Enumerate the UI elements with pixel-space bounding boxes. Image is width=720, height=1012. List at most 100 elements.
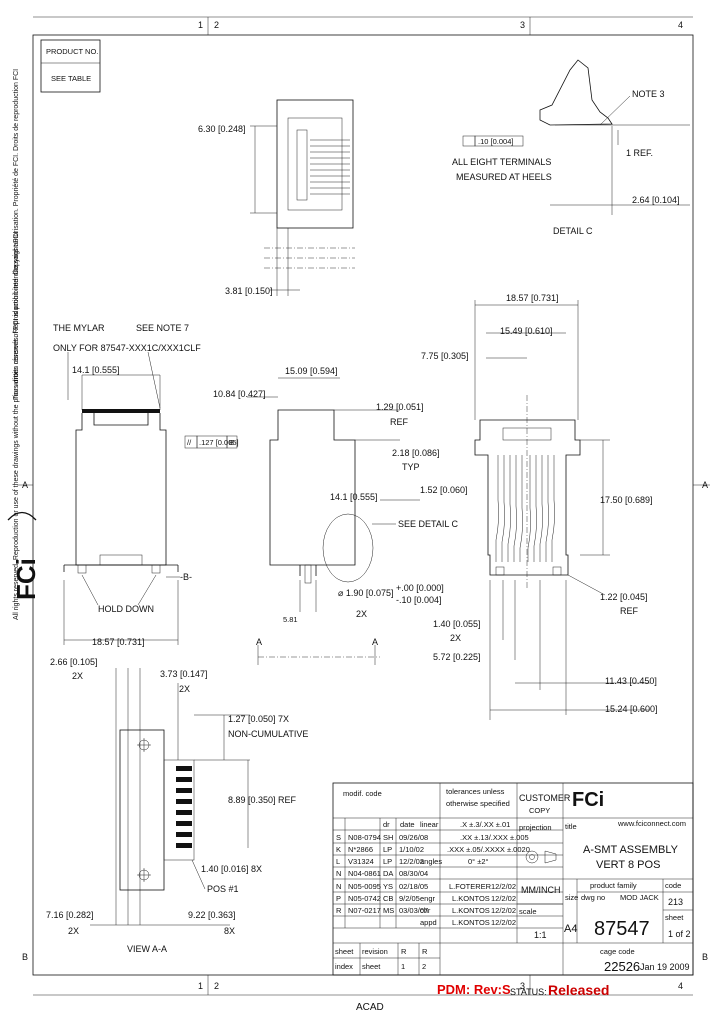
side-view-dim-4: 2.18 [0.086]	[392, 448, 440, 458]
detail-c-ref: 1 REF.	[626, 148, 653, 158]
tb-tolerances-2: otherwise specified	[446, 799, 510, 808]
tb-rev-2-letter: L	[336, 857, 340, 866]
tb-rev-4-dr: YS	[383, 882, 393, 891]
tb-rev-0-code: N08-0794	[348, 833, 381, 842]
tb-rev-5-code: N05-0742	[348, 894, 381, 903]
tb-tol-6-c1: chr	[420, 906, 431, 915]
zone-label-bottom-1: 1	[198, 981, 203, 991]
tb-proj-date-3: 12/2/02	[491, 918, 516, 927]
datum-b: -B-	[180, 572, 192, 582]
right-view-dim-5: 1.22 [0.045]	[600, 592, 648, 602]
status-label: STATUS:	[510, 987, 547, 997]
fci-logo-vertical: FCi	[11, 558, 41, 600]
tb-sheet: 1 of 2	[668, 929, 691, 939]
tb-rev-2-dr: LP	[383, 857, 392, 866]
zone-label-a-left: A	[22, 480, 28, 490]
tb-scale: 1:1	[534, 930, 547, 940]
front-view-width-top: 14.1 [0.555]	[72, 365, 120, 375]
tb-rev-6-letter: R	[336, 906, 342, 915]
mylar-note-1: THE MYLAR	[53, 323, 105, 333]
tb-dwg-label: dwg no	[581, 893, 605, 902]
tb-revision-hdr: revision	[362, 947, 388, 956]
see-table-label: SEE TABLE	[51, 74, 91, 83]
side-view-parallel: //	[187, 438, 192, 447]
side-view-dim-1: 15.09 [0.594]	[285, 366, 338, 376]
view-aa-dim-6: 7.16 [0.282]	[46, 910, 94, 920]
side-view-typ: TYP	[402, 462, 420, 472]
tb-code: 213	[668, 897, 683, 907]
zone-label-top-3: 3	[520, 20, 525, 30]
view-aa-pos: POS #1	[207, 884, 239, 894]
tb-proj-date-2: 12/2/02	[491, 906, 516, 915]
right-view-dim-2: 15.49 [0.610]	[500, 326, 553, 336]
side-view-dia: ⌀ 1.90 [0.075]	[338, 588, 393, 598]
tb-tol-0-c2: .X ±.3/.XX ±.01	[460, 820, 510, 829]
tb-sheet-val-0: 1	[401, 962, 405, 971]
tb-tol-4-c2: L.FOTERER	[449, 882, 492, 891]
side-view-tol: .127 [0.005]	[199, 438, 239, 447]
tb-rev-6-code: N07-0217	[348, 906, 381, 915]
zone-label-bottom-4: 4	[678, 981, 683, 991]
zone-label-b-left: B	[22, 952, 28, 962]
tb-tol-5-c2: L.KONTOS	[452, 894, 490, 903]
detail-c: NOTE 3 .10 [0.004] ALL EIGHT TERMINALS M…	[452, 59, 690, 236]
zone-label-bottom-3: 3	[520, 981, 525, 991]
tb-rev-0-date: 09/26/08	[399, 833, 428, 842]
status-value: Released	[548, 982, 609, 998]
right-view-ref: REF	[620, 606, 639, 616]
side-view-dim-3: 1.29 [0.051]	[376, 402, 424, 412]
tb-tol-3-c2: 0° ±2°	[468, 857, 489, 866]
zone-label-b-right: B	[702, 952, 708, 962]
right-view-dim-3: 7.75 [0.305]	[421, 351, 469, 361]
tb-projection: projection	[519, 823, 552, 832]
side-view-dim-5: 14.1 [0.555]	[330, 492, 378, 502]
tb-rev-1-date: 1/10/02	[399, 845, 424, 854]
tb-tol-7-c1: appd	[420, 918, 437, 927]
fci-logo-text: FCi	[11, 558, 41, 600]
tb-rev-1-dr: LP	[383, 845, 392, 854]
view-aa-dim-1: 2.66 [0.105]	[50, 657, 98, 667]
zone-label-top-1: 1	[198, 20, 203, 30]
detail-c-dim: 2.64 [0.104]	[632, 195, 680, 205]
right-view-dim-6: 1.40 [0.055]	[433, 619, 481, 629]
view-aa-noncum: NON-CUMULATIVE	[228, 729, 308, 739]
tb-title-1: A-SMT ASSEMBLY	[583, 844, 679, 856]
tb-sheet-val-1: 2	[422, 962, 426, 971]
tb-hdr-modif: modif. code	[343, 789, 382, 798]
tb-website: www.fciconnect.com	[617, 819, 686, 828]
tb-size-label: size	[565, 893, 578, 902]
tb-sheet-hdr: sheet	[335, 947, 354, 956]
tb-dwg-no: 87547	[594, 918, 650, 940]
front-view: THE MYLAR ONLY FOR 87547-XXX1C/XXX1CLF S…	[53, 323, 201, 647]
tb-rev-3-dr: DA	[383, 869, 393, 878]
tb-rev-1-letter: K	[336, 845, 341, 854]
zone-label-top-2: 2	[214, 20, 219, 30]
side-view-2x: 2X	[356, 609, 367, 619]
tb-product-family: MOD JACK	[620, 893, 659, 902]
detail-c-title: DETAIL C	[553, 226, 593, 236]
tb-rev-0-dr: SH	[383, 833, 393, 842]
tb-customer: CUSTOMER	[519, 793, 571, 803]
tb-tol-1-c2: .XX ±.13/.XXX ±.005	[460, 833, 529, 842]
title-block: modif. code dr date S N08-0794 SH 09/26/…	[332, 782, 694, 976]
tb-tol-0-c1: linear	[420, 820, 439, 829]
side-view-dim-2: 10.84 [0.427]	[213, 389, 266, 399]
view-aa-dim-5: 1.40 [0.016] 8X	[201, 864, 262, 874]
tb-rev-5-letter: P	[336, 894, 341, 903]
tb-rev-5-date: 9/2/05	[399, 894, 420, 903]
side-view-ref: REF	[390, 417, 409, 427]
tb-rev-2-code: V31324	[348, 857, 374, 866]
detail-c-note-2: MEASURED AT HEELS	[456, 172, 552, 182]
right-view-dim-4: 17.50 [0.689]	[600, 495, 653, 505]
tb-tol-7-c2: L.KONTOS	[452, 918, 490, 927]
right-view-2x: 2X	[450, 633, 461, 643]
side-view: 15.09 [0.594] 10.84 [0.427] 1.29 [0.051]…	[184, 366, 468, 665]
tb-title-2: VERT 8 POS	[596, 859, 660, 871]
tb-rev-0-letter: S	[336, 833, 341, 842]
acad-label: ACAD	[356, 1002, 384, 1012]
hold-down-label: HOLD DOWN	[98, 604, 154, 614]
zone-label-bottom-2: 2	[214, 981, 219, 991]
tb-tol-3-c1: angles	[420, 857, 442, 866]
tb-sheet-label: sheet	[665, 913, 684, 922]
tb-index-hdr: index	[335, 962, 353, 971]
